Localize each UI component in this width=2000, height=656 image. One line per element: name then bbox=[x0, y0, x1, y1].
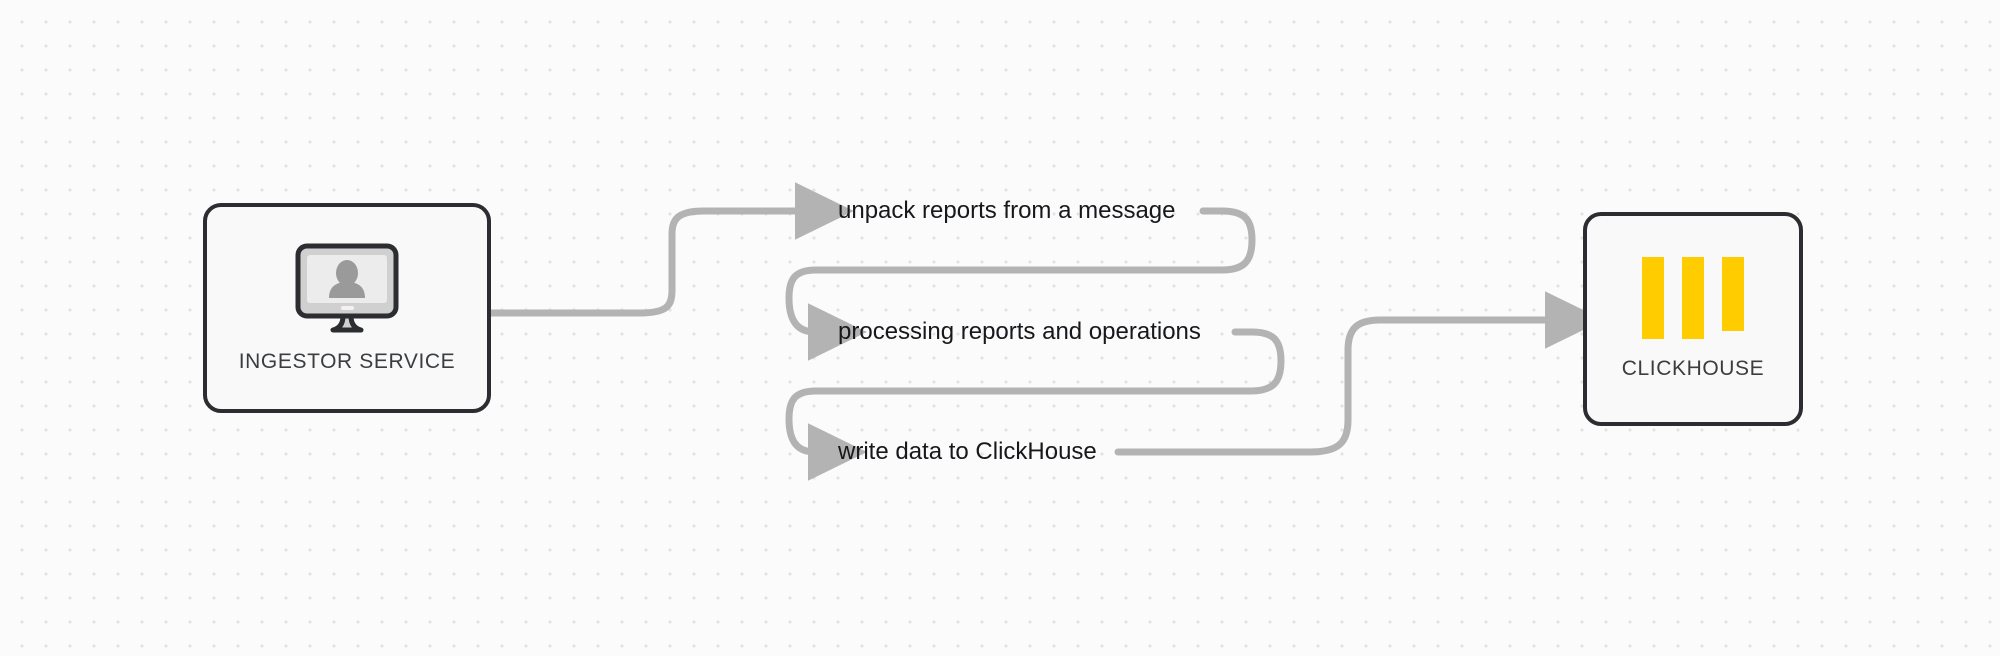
node-clickhouse[interactable]: CLICKHOUSE bbox=[1583, 212, 1803, 426]
node-ingestor-service[interactable]: INGESTOR SERVICE bbox=[203, 203, 491, 413]
connector-step-3-to-clickhouse bbox=[1114, 291, 1604, 456]
connector-ingestor-to-step-1 bbox=[487, 182, 854, 317]
clickhouse-bar-3 bbox=[1722, 257, 1744, 331]
clickhouse-bars-icon bbox=[1642, 257, 1744, 339]
step-label-processing-reports: processing reports and operations bbox=[838, 318, 1201, 345]
monitor-user-icon bbox=[293, 242, 401, 334]
step-label-unpack-reports: unpack reports from a message bbox=[838, 197, 1176, 224]
step-label-write-data: write data to ClickHouse bbox=[838, 438, 1097, 465]
connector-step-2-to-step-3 bbox=[785, 328, 1285, 481]
node-ingestor-service-label: INGESTOR SERVICE bbox=[238, 350, 456, 373]
connector-step-1-to-step-2 bbox=[785, 207, 1256, 361]
node-clickhouse-label: CLICKHOUSE bbox=[1621, 357, 1765, 380]
clickhouse-bar-1 bbox=[1642, 257, 1664, 339]
clickhouse-bar-2 bbox=[1682, 257, 1704, 339]
